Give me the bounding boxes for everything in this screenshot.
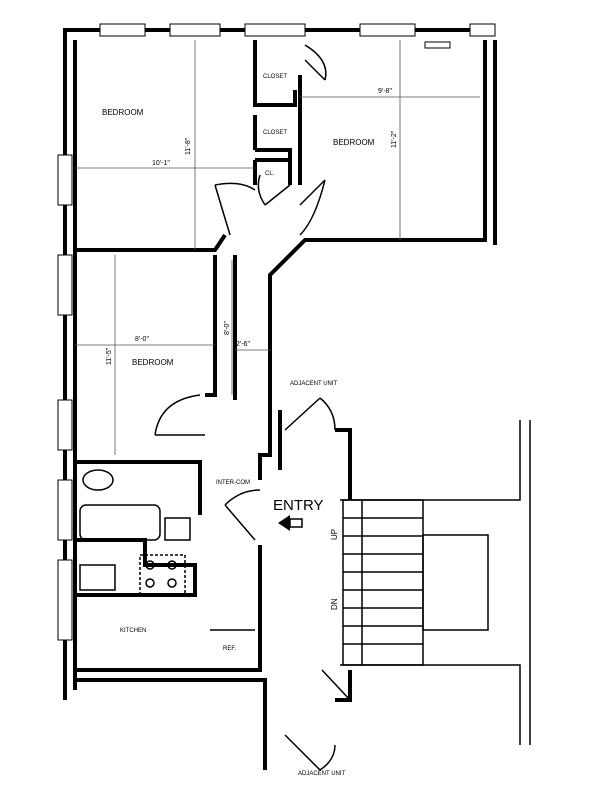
adjacent-unit-bottom-label: ADJACENT UNIT [298, 771, 346, 777]
dim-bedroom-nw-width: 10'-1" [152, 160, 170, 167]
dim-bedroom-ne-depth: 11'-2" [391, 130, 398, 148]
entry-label: ENTRY [273, 497, 324, 514]
dim-bedroom-w-width: 8'-0" [135, 336, 149, 343]
room-label-bedroom-nw: BEDROOM [102, 108, 144, 117]
toilet-icon [82, 469, 114, 491]
room-label-closet-1: CLOSET [263, 74, 287, 80]
fixtures [79, 469, 303, 631]
intercom-label: INTER-COM [216, 480, 250, 486]
dimension-lines [75, 40, 480, 455]
stairs-up-label: UP [330, 529, 339, 540]
dim-hall-width: 2'-6" [236, 341, 250, 348]
room-label-closet-3: CL. [265, 171, 275, 177]
dim-bedroom-ne-width: 9'-8" [378, 88, 392, 95]
room-label-kitchen: KITCHEN [120, 628, 146, 634]
sink-icon [164, 517, 191, 541]
dim-bedroom-w-depth: 11'-5" [106, 347, 113, 365]
dim-hall-length: 8'-0" [224, 321, 231, 335]
windows [57, 23, 496, 641]
ref-label: REF. [223, 646, 236, 652]
room-label-bedroom-w: BEDROOM [132, 358, 174, 367]
room-label-bedroom-ne: BEDROOM [333, 138, 375, 147]
stove-icon [139, 554, 186, 596]
bathtub-icon [79, 504, 161, 541]
doors [154, 44, 351, 771]
adjacent-unit-top-label: ADJACENT UNIT [290, 381, 338, 387]
walls [63, 28, 531, 770]
dim-bedroom-nw-depth: 11'-8" [185, 137, 192, 155]
room-label-closet-2: CLOSET [263, 130, 287, 136]
kitchen-sink-icon [79, 564, 116, 591]
entry-arrow-icon [278, 515, 290, 531]
stairs-down-label: DN [330, 598, 339, 610]
stairs [342, 499, 489, 666]
radiator-icon [424, 41, 451, 49]
